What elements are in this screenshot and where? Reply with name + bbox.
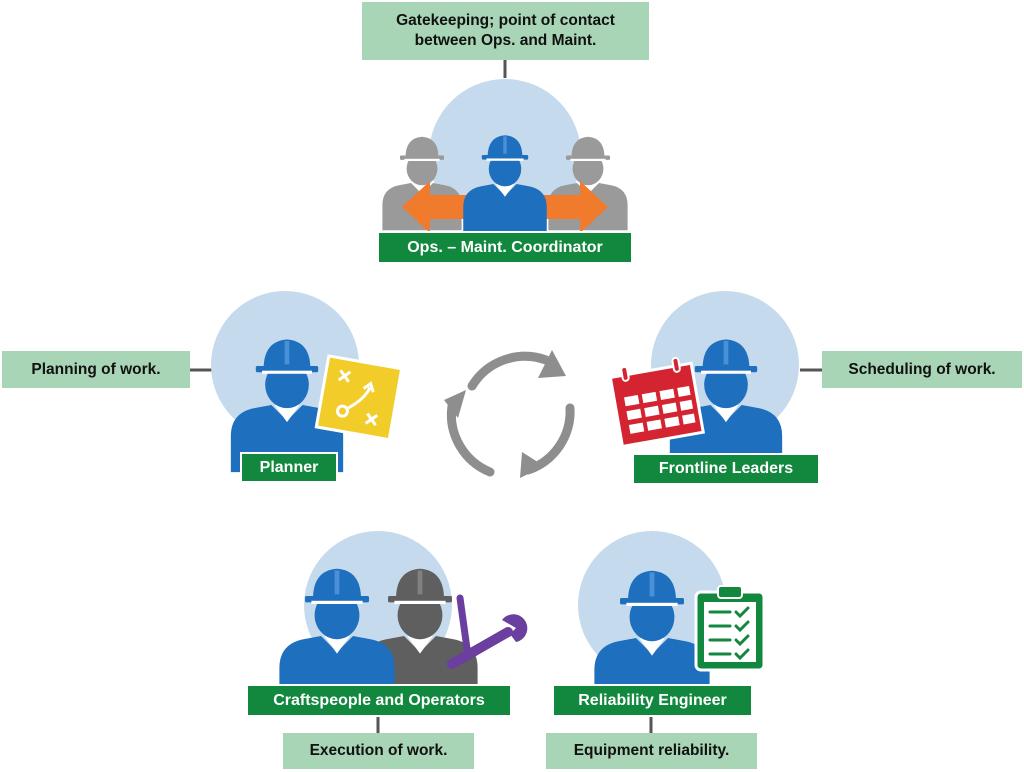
reliability-label: Reliability Engineer xyxy=(552,684,753,717)
planner-label-text: Planner xyxy=(259,458,319,476)
coordinator-description-text: Gatekeeping; point of contact between Op… xyxy=(396,12,615,49)
reliability-description: Equipment reliability. xyxy=(546,733,757,769)
crafts-label: Craftspeople and Operators xyxy=(246,684,512,717)
frontline-label-text: Frontline Leaders xyxy=(658,460,794,477)
frontline-description-text: Scheduling of work. xyxy=(848,360,996,378)
wrench-screwdriver-icon xyxy=(447,594,528,669)
cycle-arrows-icon xyxy=(444,350,575,478)
coordinator-label-text: Ops. – Maint. Coordinator xyxy=(407,238,603,256)
reliability-label-text: Reliability Engineer xyxy=(578,691,727,709)
reliability-description-text: Equipment reliability. xyxy=(573,742,730,759)
coordinator-label: Ops. – Maint. Coordinator xyxy=(377,231,633,264)
frontline-description: Scheduling of work. xyxy=(822,351,1022,388)
play-diagram-icon xyxy=(314,354,404,442)
planner-description-text: Planning of work. xyxy=(31,360,161,378)
crafts-description-text: Execution of work. xyxy=(309,742,448,759)
calendar-icon xyxy=(608,356,706,449)
checklist-clipboard-icon xyxy=(694,585,766,672)
planner-description: Planning of work. xyxy=(2,351,190,388)
coordinator-description: Gatekeeping; point of contact between Op… xyxy=(362,2,649,60)
crafts-label-text: Craftspeople and Operators xyxy=(273,691,485,709)
frontline-label: Frontline Leaders xyxy=(632,453,820,485)
planner-figure xyxy=(211,291,404,473)
crafts-description: Execution of work. xyxy=(283,733,474,769)
coordinator-figure xyxy=(382,79,628,234)
reliability-figure xyxy=(578,531,766,707)
planner-label: Planner xyxy=(240,452,338,483)
frontline-figure xyxy=(608,291,799,473)
crafts-figure xyxy=(279,531,528,705)
